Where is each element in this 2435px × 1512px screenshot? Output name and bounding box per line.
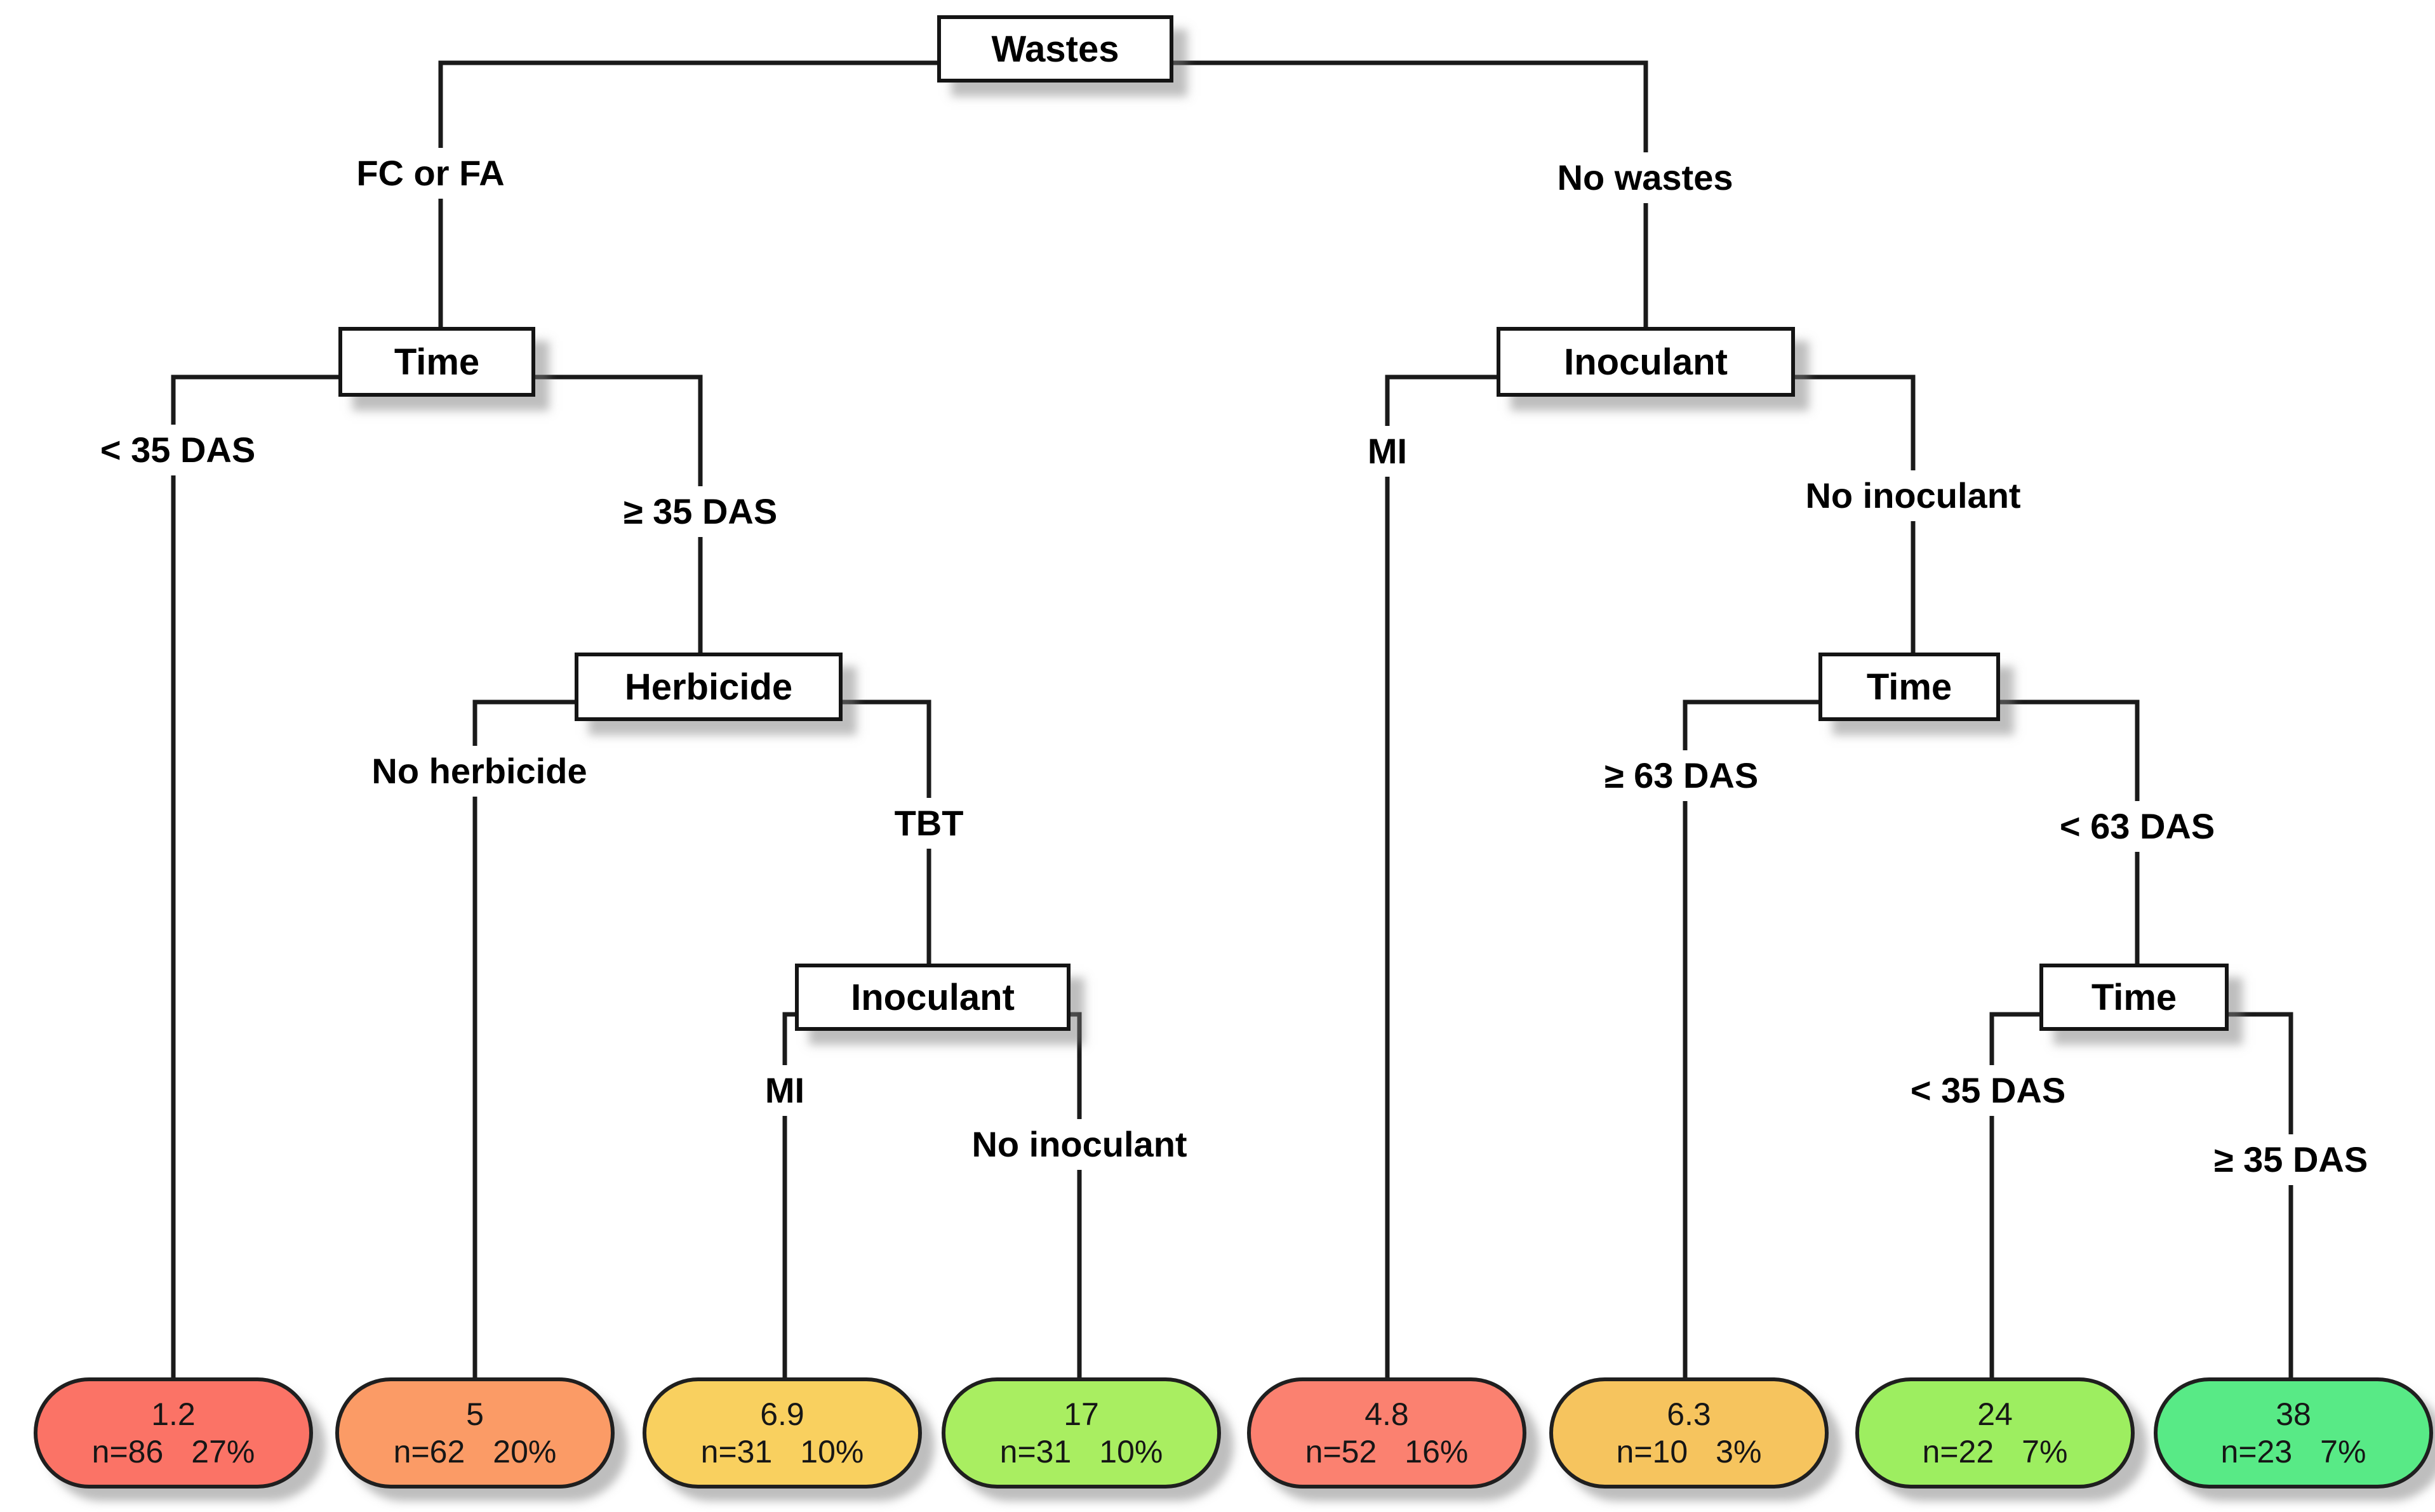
branch-label-ge-63-das: ≥ 63 DAS bbox=[1591, 750, 1771, 801]
node-time-right-upper: Time bbox=[1818, 653, 2000, 721]
node-inoculant-right: Inoculant bbox=[1497, 327, 1795, 397]
leaf-value: 5 bbox=[466, 1396, 484, 1432]
branch-label-mi-left: MI bbox=[752, 1065, 818, 1116]
node-time-left: Time bbox=[338, 327, 535, 397]
connector bbox=[843, 700, 931, 964]
branch-label-lt-35-das-left: < 35 DAS bbox=[87, 425, 269, 475]
leaf-value: 17 bbox=[1064, 1396, 1099, 1432]
connector bbox=[535, 375, 703, 653]
node-wastes: Wastes bbox=[937, 15, 1173, 83]
connector bbox=[1071, 1012, 1082, 1377]
leaf-value: 24 bbox=[1977, 1396, 2013, 1432]
branch-label-no-wastes: No wastes bbox=[1544, 152, 1746, 203]
branch-label-ge-35-das-right: ≥ 35 DAS bbox=[2201, 1134, 2381, 1185]
branch-label-no-inoculant-left: No inoculant bbox=[959, 1119, 1200, 1170]
connector bbox=[1683, 700, 1818, 1377]
branch-label-no-inoculant-right: No inoculant bbox=[1792, 470, 2034, 521]
connector bbox=[1989, 1012, 2039, 1377]
branch-label-lt-63-das: < 63 DAS bbox=[2046, 801, 2228, 852]
connector bbox=[171, 375, 338, 1377]
leaf-value: 38 bbox=[2276, 1396, 2311, 1432]
branch-label-lt-35-das-right: < 35 DAS bbox=[1897, 1065, 2079, 1116]
connector bbox=[2000, 700, 2140, 964]
leaf-value: 6.9 bbox=[760, 1396, 804, 1432]
connector bbox=[1795, 375, 1916, 653]
branch-label-ge-35-das-left: ≥ 35 DAS bbox=[610, 486, 791, 537]
node-inoculant-left: Inoculant bbox=[795, 964, 1071, 1031]
leaf-value: 1.2 bbox=[151, 1396, 196, 1432]
connector bbox=[2229, 1012, 2293, 1377]
leaf-value: 6.3 bbox=[1667, 1396, 1711, 1432]
node-herbicide: Herbicide bbox=[575, 653, 843, 721]
branch-label-no-herbicide: No herbicide bbox=[359, 746, 600, 797]
branch-label-fc-or-fa: FC or FA bbox=[344, 148, 517, 199]
connector bbox=[782, 1012, 795, 1377]
connector bbox=[472, 700, 575, 1377]
branch-label-tbt: TBT bbox=[881, 798, 977, 849]
branch-label-mi-right: MI bbox=[1354, 426, 1420, 477]
node-time-right-lower: Time bbox=[2039, 964, 2229, 1031]
connector bbox=[1385, 375, 1497, 1377]
connector bbox=[1173, 60, 1648, 327]
connector bbox=[438, 60, 937, 327]
leaf-value: 4.8 bbox=[1364, 1396, 1409, 1432]
